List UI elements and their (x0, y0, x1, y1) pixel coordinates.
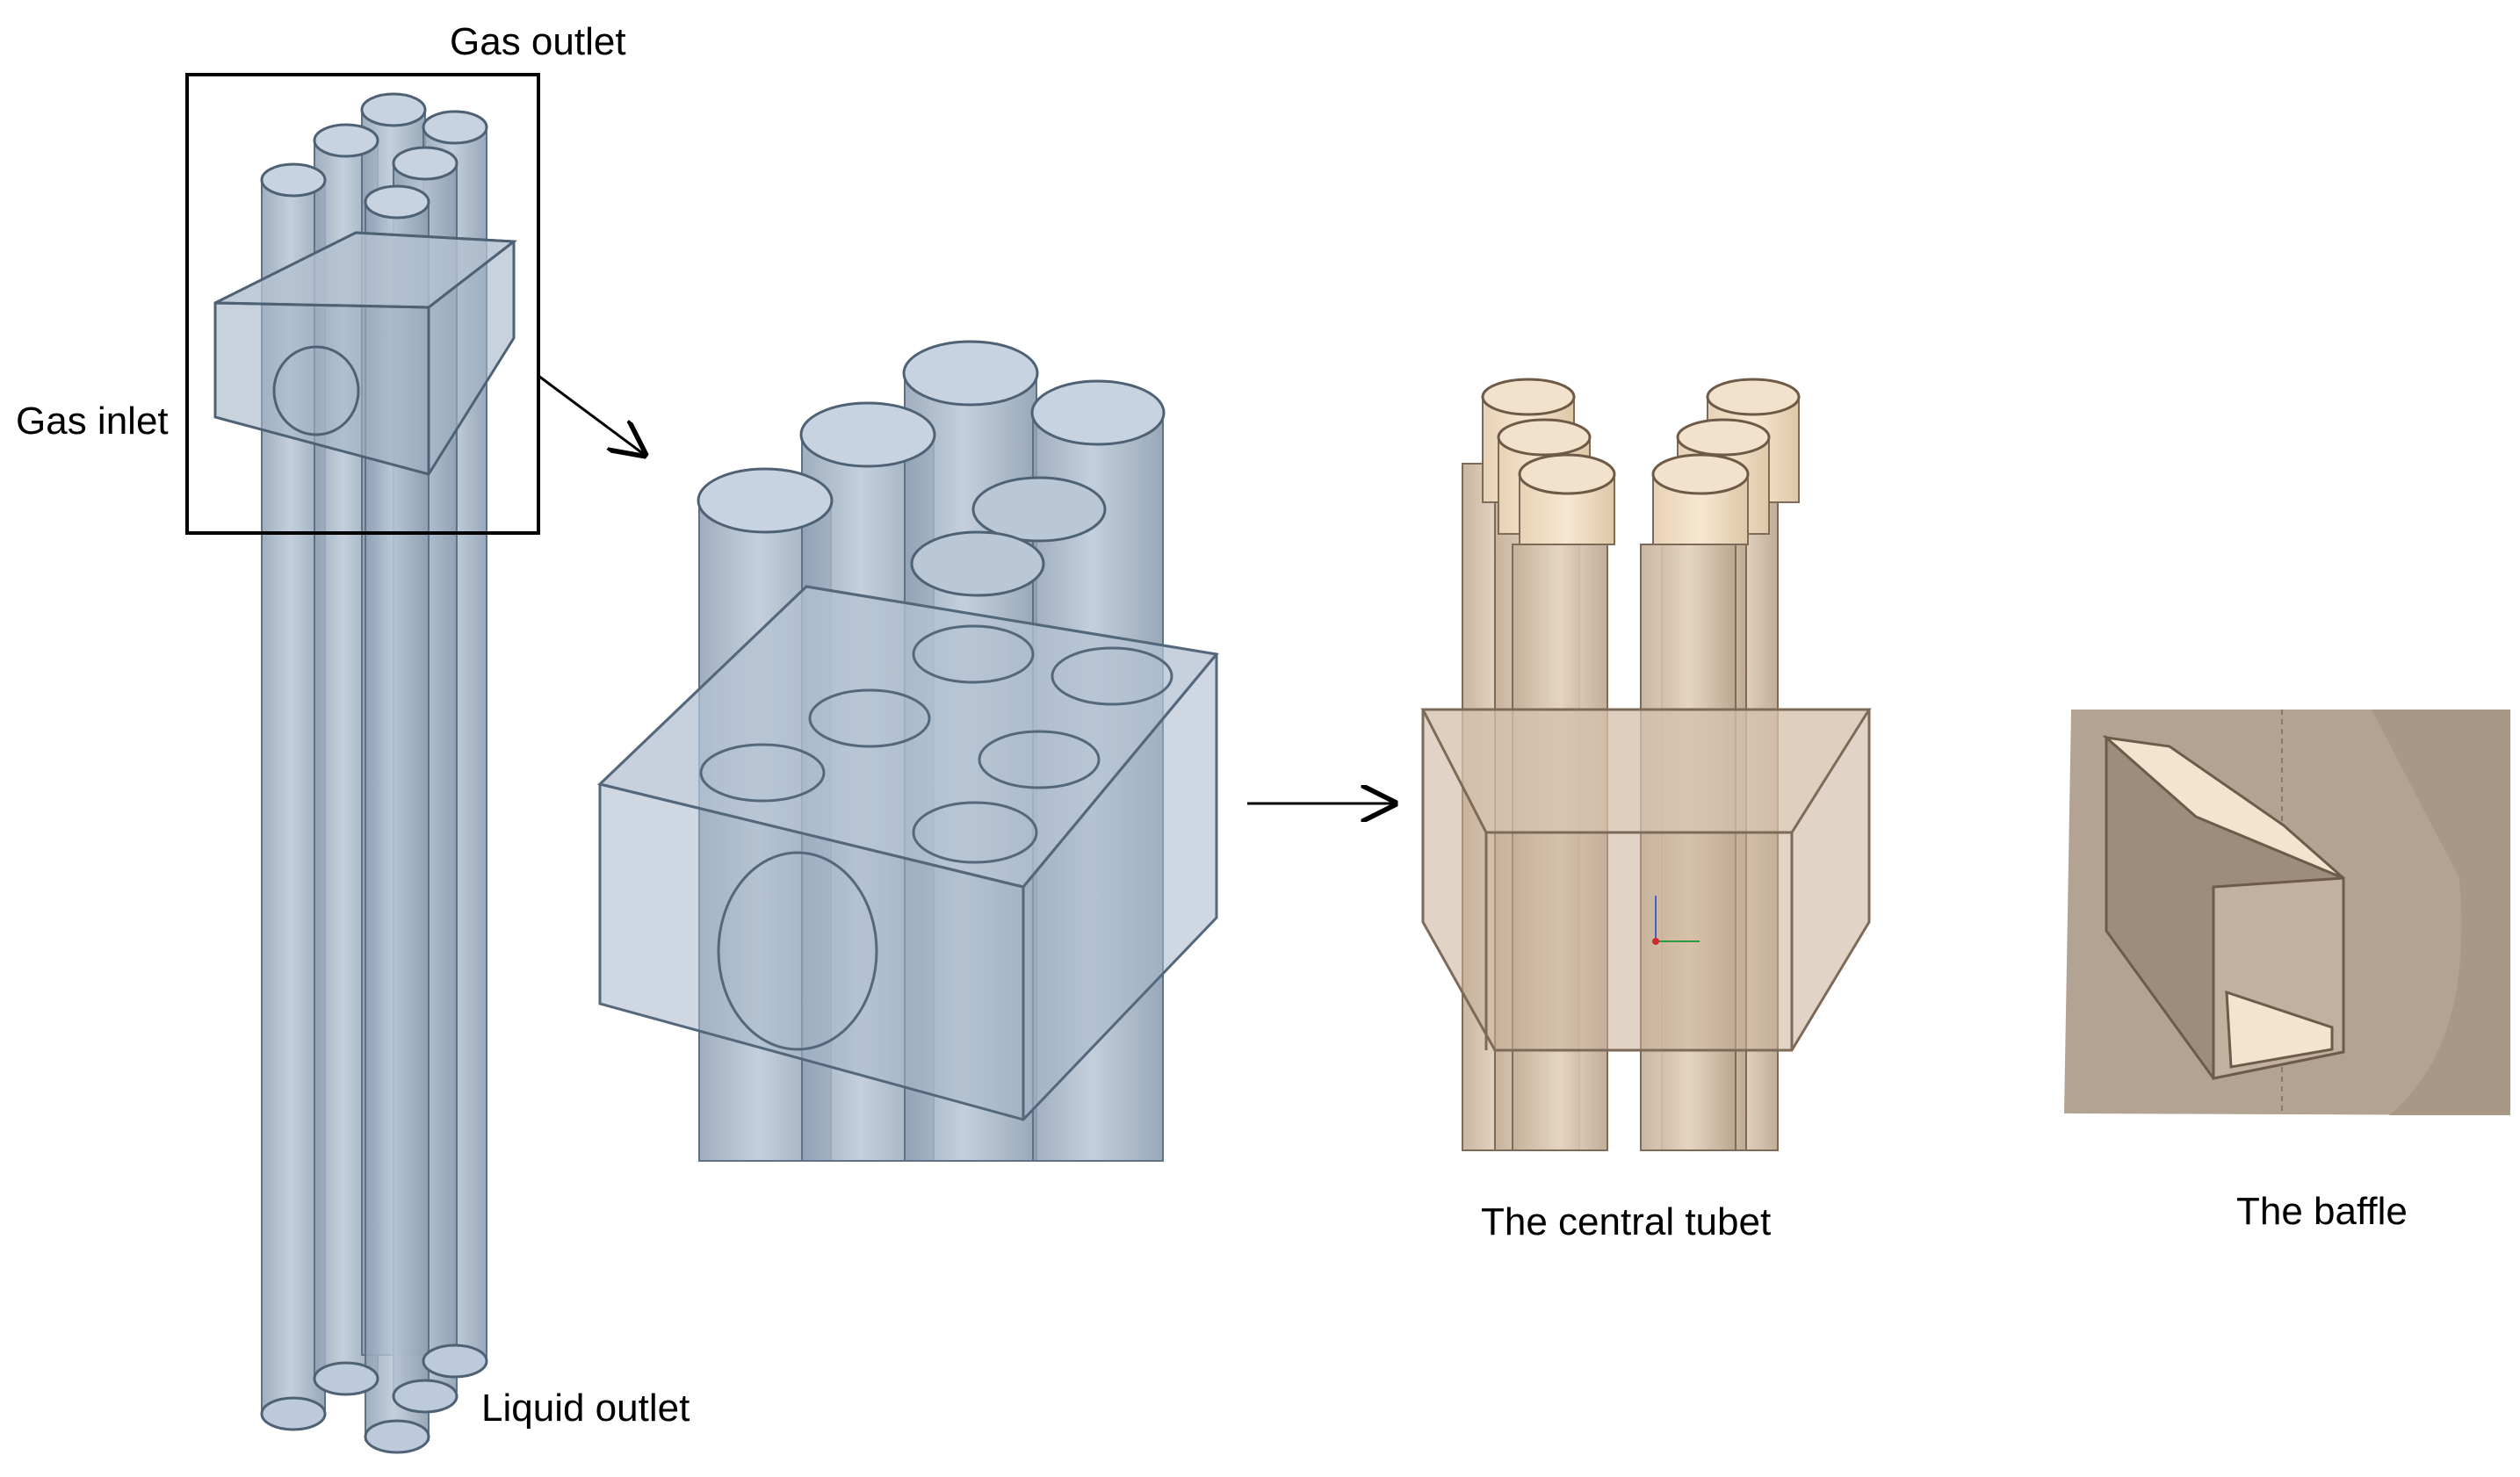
zoom-tube-rim (971, 476, 1107, 543)
baffle-label: The baffle (2236, 1190, 2408, 1233)
baffle-view (2064, 710, 2510, 1115)
baffle-part (2102, 734, 2345, 1080)
central-tube-label: The central tubet (1481, 1200, 1772, 1243)
inner-tube-rim (1518, 453, 1616, 495)
zoom-tube-rim (697, 467, 834, 534)
tube-bottom-rim (364, 1419, 430, 1454)
inner-tube-rim (1651, 453, 1750, 495)
zoom-tube-rim (902, 340, 1039, 407)
zoom-tube-rim (910, 530, 1045, 597)
tube-bottom-rim (313, 1361, 379, 1396)
tube-rim (392, 146, 459, 181)
axis-triad (1652, 896, 1700, 945)
central-tube-view (1420, 378, 1872, 1151)
zoomed-header (596, 340, 1395, 1162)
gas-outlet-label: Gas outlet (450, 20, 626, 63)
zoom-inlet-box (596, 585, 1219, 1121)
inlet-opening (272, 345, 360, 436)
full-assembly (185, 73, 645, 1454)
inner-tube-rim (1481, 378, 1576, 416)
inner-tube-rim (1497, 418, 1592, 457)
zoom-tube-rim (1030, 379, 1166, 446)
inner-tube-rim (1706, 378, 1801, 416)
central-box (1420, 708, 1872, 1052)
gas-inlet-label: Gas inlet (16, 400, 169, 443)
zoom-frame (185, 73, 540, 535)
tube-bottom-rim (422, 1344, 488, 1379)
zoom-tube-rim (799, 401, 936, 468)
zoom-arrow (538, 374, 645, 455)
tube-rim (260, 162, 327, 198)
zoom-inlet-opening (717, 851, 878, 1051)
tube-rim (422, 110, 488, 145)
liquid-outlet-label: Liquid outlet (481, 1387, 690, 1430)
tube-rim (313, 123, 379, 158)
tube-rim (360, 92, 427, 127)
inner-tube-rim (1676, 418, 1771, 457)
inlet-box (213, 231, 518, 476)
tube-bottom-rim (392, 1379, 459, 1414)
tube-bottom-rim (260, 1396, 327, 1431)
tube-rim (364, 184, 430, 220)
